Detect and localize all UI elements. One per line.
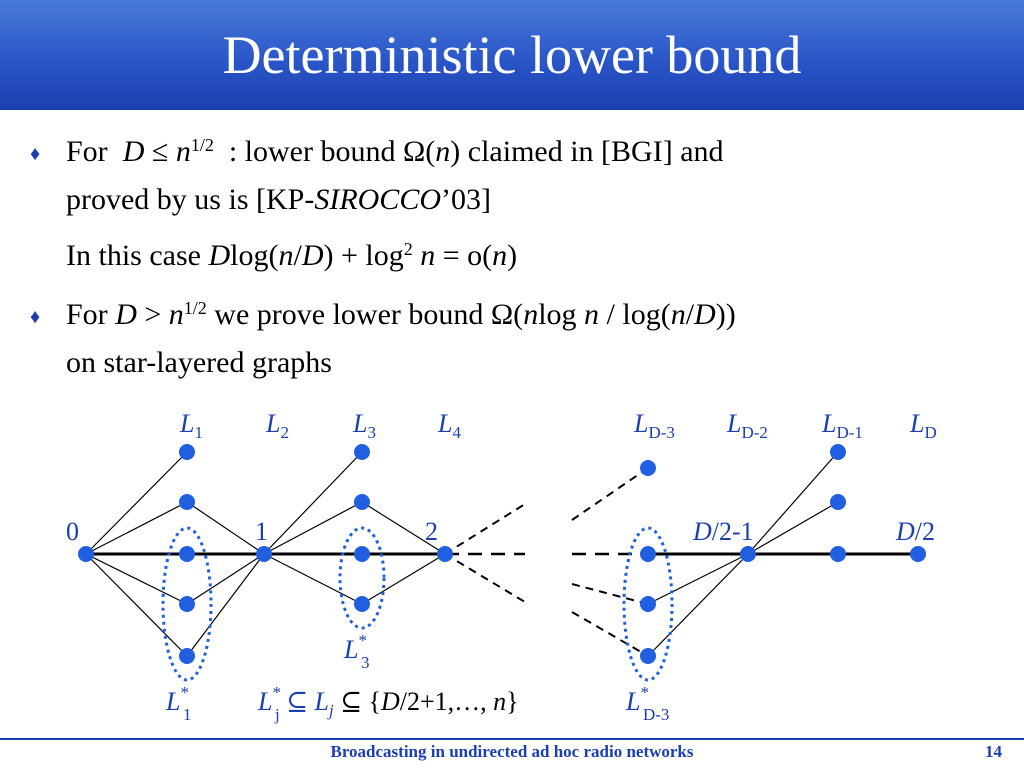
- node-label-2: 2: [425, 517, 438, 546]
- layer-label-ld2: LD-2: [726, 409, 768, 442]
- var-n: n: [175, 135, 191, 168]
- text: ’03]: [441, 183, 491, 216]
- node: [354, 596, 370, 612]
- node: [640, 546, 656, 562]
- node-d2: [910, 546, 926, 562]
- node: [830, 444, 846, 460]
- text: = o(: [435, 239, 493, 272]
- text: ): [507, 239, 518, 272]
- case-line: In this case Dlog(n/D) + log2 n = o(n): [66, 237, 517, 275]
- text: For: [66, 135, 108, 168]
- gt-symbol: >: [136, 298, 169, 331]
- text: )): [715, 298, 736, 331]
- footer-title: Broadcasting in undirected ad hoc radio …: [330, 742, 694, 761]
- text: /: [685, 298, 695, 331]
- node-label-d2-minus-1: D/2-1: [692, 517, 754, 546]
- layer-label-ld3: LD-3: [633, 409, 675, 442]
- text: In this case: [66, 239, 209, 272]
- footer-divider: [0, 738, 1024, 740]
- nodes: [78, 444, 926, 664]
- star-set-ellipse-3: [338, 526, 386, 630]
- text: For: [66, 298, 116, 331]
- layer-label-l1: L1: [179, 409, 203, 442]
- node-label-d2: D/2: [895, 517, 935, 546]
- star-label-3: L*3: [343, 631, 369, 672]
- node: [179, 648, 195, 664]
- var-n: n: [523, 298, 539, 331]
- node: [354, 494, 370, 510]
- subset-formula: L*j ⊆ Lj ⊆ {D/2+1,…, n}: [257, 683, 519, 724]
- var-n: n: [584, 298, 600, 331]
- node: [830, 494, 846, 510]
- node: [179, 596, 195, 612]
- var-n: n: [492, 239, 508, 272]
- exponent: 1/2: [183, 298, 207, 319]
- bullet-diamond-icon: ♦: [30, 306, 41, 328]
- edges-block-2: [263, 451, 446, 605]
- var-n: n: [670, 298, 686, 331]
- var-n: n: [420, 239, 436, 272]
- text: log: [538, 298, 585, 331]
- var-d: D: [115, 298, 137, 331]
- var-n: n: [168, 298, 184, 331]
- layer-label-ld: LD: [909, 409, 937, 442]
- node-label-1: 1: [255, 517, 268, 546]
- node: [179, 444, 195, 460]
- title-bar: Deterministic lower bound: [0, 0, 1024, 110]
- star-label-1: L*1: [165, 683, 191, 724]
- node-2: [437, 546, 453, 562]
- node: [830, 546, 846, 562]
- node-label-0: 0: [66, 517, 79, 546]
- text: log(: [230, 239, 279, 272]
- star-label-d3: L*D-3: [625, 683, 669, 724]
- node: [640, 648, 656, 664]
- edges-dashed: [444, 467, 649, 657]
- bullet-1-line-2: proved by us is [KP-SIROCCO’03]: [66, 181, 491, 219]
- layer-label-l4: L4: [437, 409, 461, 442]
- text: /: [293, 239, 302, 272]
- node-1: [256, 546, 272, 562]
- slide-title: Deterministic lower bound: [222, 25, 802, 85]
- node-0: [78, 546, 94, 562]
- bullet-diamond-icon: ♦: [30, 143, 41, 165]
- node: [354, 546, 370, 562]
- venue: SIROCCO: [314, 183, 441, 216]
- exponent: 1/2: [190, 135, 214, 156]
- text: ) claimed in [BGI] and: [450, 135, 724, 168]
- node: [179, 494, 195, 510]
- var-n: n: [435, 135, 451, 168]
- layer-label-ld1: LD-1: [821, 409, 863, 442]
- node-d2-minus-1: [740, 546, 756, 562]
- edges-block-right: [647, 451, 839, 657]
- text: we prove lower bound Ω(: [206, 298, 524, 331]
- text: proved by us is [KP-: [66, 183, 315, 216]
- var-n: n: [278, 239, 294, 272]
- text: / log(: [599, 298, 671, 331]
- text: ) + log: [323, 239, 404, 272]
- star-set-ellipse-1: [161, 526, 213, 682]
- layer-label-l2: L2: [265, 409, 289, 442]
- star-set-ellipse-d3: [622, 526, 674, 682]
- star-layered-graph-diagram: L1 L2 L3 L4 LD-3 LD-2 LD-1 LD 0 1 2 D/2-…: [66, 409, 937, 724]
- edges-block-1: [85, 451, 265, 657]
- var-d: D: [208, 239, 231, 272]
- layer-label-l3: L3: [352, 409, 376, 442]
- node: [640, 596, 656, 612]
- var-d: D: [122, 135, 145, 168]
- bullet-2-line-1: For D > n1/2 we prove lower bound Ω(nlog…: [66, 296, 736, 334]
- node: [640, 460, 656, 476]
- text: on star-layered graphs: [66, 346, 332, 379]
- var-d: D: [694, 298, 716, 331]
- bullet-1-line-1: For D ≤ n1/2 : lower bound Ω(n) claimed …: [66, 133, 724, 171]
- node: [179, 546, 195, 562]
- text: : lower bound Ω(: [228, 135, 436, 168]
- bullet-2-line-2: on star-layered graphs: [66, 344, 332, 382]
- page-number: 14: [985, 742, 1002, 761]
- exponent: 2: [403, 239, 413, 260]
- var-d: D: [301, 239, 324, 272]
- node: [354, 444, 370, 460]
- leq-symbol: ≤: [151, 135, 169, 168]
